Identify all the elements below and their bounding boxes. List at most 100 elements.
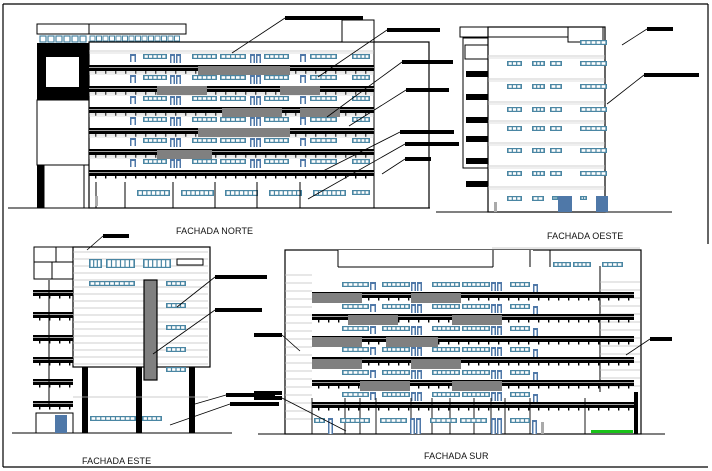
balcony-post xyxy=(538,386,540,389)
window-pane xyxy=(520,419,524,422)
top-window xyxy=(148,35,154,42)
balcony-post xyxy=(548,342,550,345)
window-frame xyxy=(510,304,530,309)
gray-slab-panel xyxy=(452,315,502,325)
window xyxy=(382,392,410,397)
annotation-leader-line xyxy=(625,338,651,356)
window xyxy=(310,159,337,164)
window xyxy=(507,171,522,176)
door xyxy=(370,304,376,312)
door xyxy=(130,159,136,167)
window-pane xyxy=(537,172,540,175)
window-pane xyxy=(343,283,348,286)
window-pane xyxy=(353,76,357,79)
balcony-post xyxy=(608,342,610,345)
balcony-post xyxy=(69,296,71,299)
window-pane xyxy=(446,371,450,374)
window-pane xyxy=(511,371,515,374)
window-pane xyxy=(363,371,368,374)
window-pane xyxy=(193,97,197,100)
door-panel xyxy=(257,98,260,105)
window-pane xyxy=(226,191,230,195)
balcony-post xyxy=(508,342,510,345)
window-pane xyxy=(167,326,171,329)
window-pane xyxy=(437,393,442,396)
elevation-oeste xyxy=(436,26,672,213)
window xyxy=(166,347,186,352)
window-pane xyxy=(153,139,157,142)
balcony-post xyxy=(528,363,530,366)
window-frame xyxy=(602,262,623,267)
door xyxy=(176,75,181,84)
window-pane xyxy=(525,305,529,308)
balcony-post xyxy=(438,386,440,389)
window-pane xyxy=(361,55,365,58)
window-pane xyxy=(442,371,446,374)
window-pane xyxy=(365,160,369,163)
window-pane xyxy=(297,191,301,195)
window-pane xyxy=(331,76,336,79)
window-pane xyxy=(157,118,161,121)
window-pane xyxy=(331,139,336,142)
door xyxy=(256,138,261,147)
balcony-post xyxy=(155,176,157,179)
balcony-post xyxy=(588,408,590,411)
window-frame xyxy=(382,347,410,352)
window-pane xyxy=(562,263,566,266)
door-panel xyxy=(534,396,537,402)
window-pane xyxy=(316,118,321,121)
window-pane xyxy=(341,419,346,422)
window xyxy=(264,117,289,122)
balcony-post xyxy=(398,408,400,411)
window-pane xyxy=(533,149,537,152)
balcony-post xyxy=(368,408,370,411)
window-pane xyxy=(437,283,442,286)
door-panel xyxy=(301,140,305,146)
door-panel xyxy=(498,284,501,291)
annotation-label-bar xyxy=(215,275,267,279)
window-pane xyxy=(387,371,392,374)
window-pane xyxy=(274,55,279,58)
side-balcony xyxy=(466,136,488,142)
balcony-post xyxy=(568,342,570,345)
door-panel xyxy=(417,420,420,434)
balcony-post xyxy=(478,408,480,411)
window-pane xyxy=(516,283,520,286)
balcony-post xyxy=(598,386,600,389)
door-panel xyxy=(534,286,537,292)
window-pane xyxy=(157,417,161,420)
balcony-post xyxy=(398,298,400,301)
window-pane xyxy=(581,62,586,65)
window-pane xyxy=(231,139,235,142)
window-frame xyxy=(432,347,460,352)
window-pane xyxy=(556,62,561,65)
window-pane xyxy=(596,41,601,44)
window-pane xyxy=(212,160,216,163)
window-pane xyxy=(467,305,472,308)
window-pane xyxy=(596,85,601,88)
balcony-post xyxy=(618,386,620,389)
window-pane xyxy=(365,118,369,121)
door xyxy=(533,372,538,380)
window-pane xyxy=(130,260,134,267)
window-frame xyxy=(166,303,186,308)
door-panel xyxy=(257,140,260,147)
door-panel xyxy=(412,349,415,356)
balcony-railing xyxy=(33,290,73,299)
window-pane xyxy=(551,127,556,130)
door xyxy=(411,304,416,313)
annotation-leader-line xyxy=(307,143,406,200)
window xyxy=(460,418,487,423)
window-pane xyxy=(144,160,148,163)
window-pane xyxy=(381,419,386,422)
balcony-post xyxy=(59,407,61,410)
window xyxy=(462,347,490,352)
window-pane xyxy=(144,139,148,142)
window-pane xyxy=(157,260,161,267)
window-pane xyxy=(221,55,226,58)
door xyxy=(497,326,502,335)
window-pane xyxy=(204,191,208,195)
door xyxy=(417,326,422,335)
balcony-post xyxy=(115,176,117,179)
balcony-post xyxy=(328,408,330,411)
